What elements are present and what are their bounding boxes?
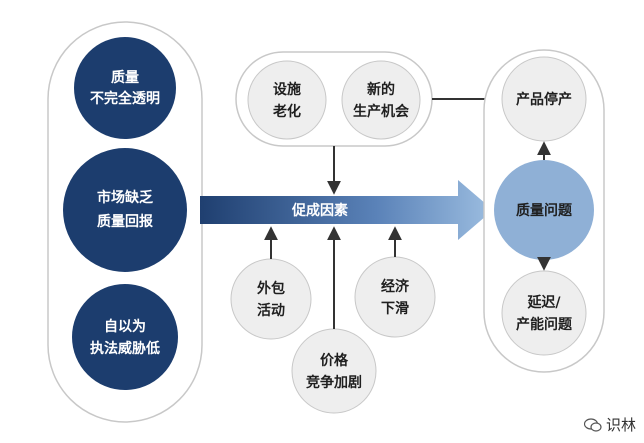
right-center-problem-label: 质量问题 <box>516 202 573 219</box>
right-outcome-bottom-circle <box>501 270 587 356</box>
top-factor-2-line1: 新的 <box>367 81 395 98</box>
bottom-factor-1-line1: 外包 <box>257 280 285 297</box>
bottom-factor-1-circle <box>230 258 312 340</box>
right-outcome-top-label: 产品停产 <box>516 91 572 108</box>
top-factor-1-line1: 设施 <box>273 81 301 98</box>
top-factor-1-line2: 老化 <box>273 103 301 120</box>
right-center-problem: 质量问题 <box>494 160 594 260</box>
left-cause-1-circle <box>74 37 176 139</box>
watermark-text: 识林 <box>605 416 636 434</box>
left-cause-2: 市场缺乏 质量回报 <box>63 148 187 272</box>
left-cause-3-line1: 自以为 <box>104 318 146 335</box>
right-outcome-bottom-line1: 延迟/ <box>526 294 561 311</box>
right-outcome-top-circle <box>501 56 587 142</box>
right-outcome-top: 产品停产 <box>501 56 587 142</box>
top-factor-2: 新的 生产机会 <box>341 60 421 140</box>
bottom-factor-3: 经济 下滑 <box>354 256 436 338</box>
left-cause-3-line2: 执法威胁低 <box>90 340 160 357</box>
bottom-factor-3-circle <box>354 256 436 338</box>
central-arrow-shape <box>200 180 493 240</box>
bottom-factor-2-circle <box>291 328 377 414</box>
left-cause-3: 自以为 执法威胁低 <box>72 284 178 390</box>
wechat-icon <box>583 417 602 432</box>
left-cause-3-circle <box>72 284 178 390</box>
left-cause-2-circle <box>63 148 187 272</box>
top-factor-2-circle <box>341 60 421 140</box>
central-arrow-label: 促成因素 <box>291 202 348 219</box>
top-factor-2-line2: 生产机会 <box>353 103 410 120</box>
top-factor-1-circle <box>247 60 327 140</box>
left-cause-2-line1: 市场缺乏 <box>97 189 153 206</box>
left-cause-1: 质量 不完全透明 <box>74 37 176 139</box>
right-outcome-bottom: 延迟/ 产能问题 <box>501 270 587 356</box>
bottom-factor-1-line2: 活动 <box>257 302 285 319</box>
bottom-factor-1: 外包 活动 <box>230 258 312 340</box>
right-center-problem-circle <box>494 160 594 260</box>
bottom-factor-3-line1: 经济 <box>381 278 410 295</box>
bottom-factor-2-line2: 竞争加剧 <box>306 374 362 391</box>
left-cause-1-line2: 不完全透明 <box>90 90 160 107</box>
bottom-factor-3-line2: 下滑 <box>381 300 409 317</box>
watermark: 识林 <box>583 414 636 435</box>
right-outcome-bottom-line2: 产能问题 <box>516 316 573 333</box>
bottom-factor-2-line1: 价格 <box>320 352 349 369</box>
bottom-factor-2: 价格 竞争加剧 <box>291 328 377 414</box>
left-cause-2-line2: 质量回报 <box>97 213 153 230</box>
top-factor-1: 设施 老化 <box>247 60 327 140</box>
left-cause-1-line1: 质量 <box>111 69 139 86</box>
